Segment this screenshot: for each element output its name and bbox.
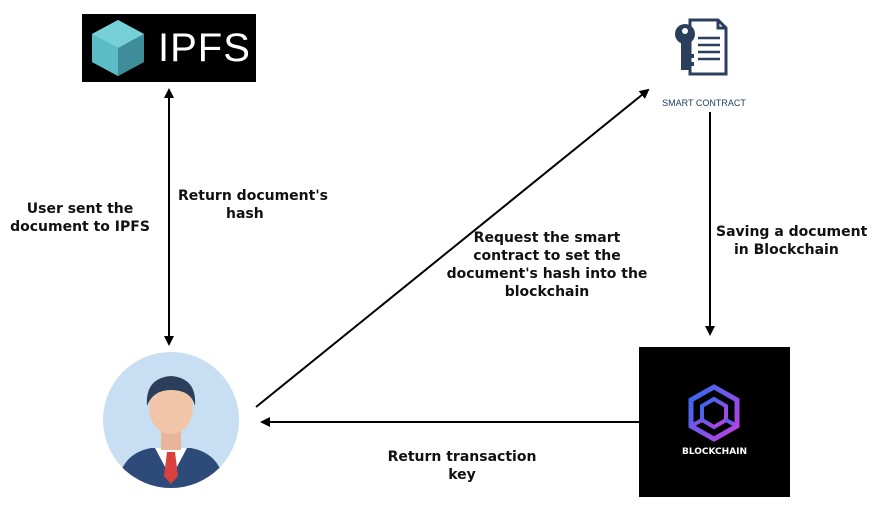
label-line: blockchain	[504, 284, 590, 300]
label-user-sent-document: User sent the document to IPFS	[10, 200, 150, 236]
blockchain-label: BLOCKCHAIN	[681, 447, 748, 457]
label-line: Return transaction	[387, 449, 537, 465]
label-return-transaction-key: Return transaction key	[382, 448, 542, 484]
label-request-smart-contract: Request the smart contract to set the do…	[442, 229, 652, 301]
blockchain-node: BLOCKCHAIN	[639, 347, 790, 497]
ipfs-label: IPFS	[158, 26, 251, 70]
label-line: Saving a document	[716, 224, 868, 240]
label-line: Request the smart	[473, 230, 621, 246]
label-saving-document: Saving a document in Blockchain	[716, 223, 876, 259]
label-line: hash	[226, 206, 264, 222]
blockchain-logo-icon	[688, 384, 740, 442]
ipfs-node: IPFS	[82, 14, 256, 82]
smart-contract-icon	[675, 18, 728, 76]
ipfs-cube-icon	[92, 20, 144, 76]
label-line: key	[448, 467, 476, 483]
label-line: in Blockchain	[734, 242, 839, 258]
label-return-hash: Return document's hash	[178, 187, 328, 223]
label-line: contract to set the	[473, 248, 621, 264]
arrow-user-to-contract	[255, 88, 650, 408]
user-avatar-icon	[103, 352, 239, 488]
label-line: Return document's	[178, 188, 328, 204]
smart-contract-label: SMART CONTRACT	[662, 98, 746, 108]
label-line: User sent the	[26, 201, 134, 217]
label-line: document to IPFS	[10, 219, 150, 235]
label-line: document's hash into the	[446, 266, 648, 282]
